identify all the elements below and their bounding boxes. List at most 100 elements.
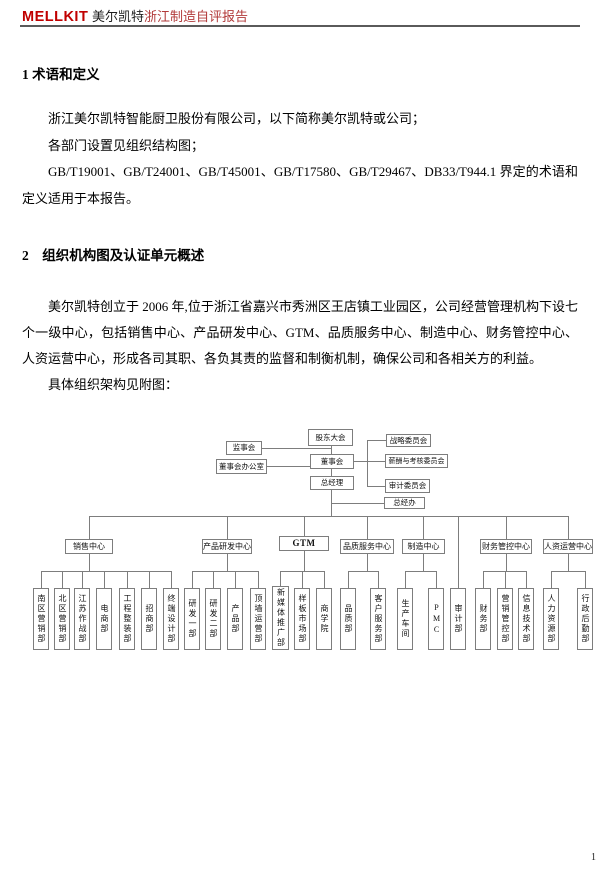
connector-line: [378, 571, 379, 588]
connector-line: [267, 466, 310, 467]
connector-line: [258, 571, 259, 588]
org-node-south-sales-dept: 南区营销部: [33, 588, 49, 650]
connector-line: [348, 571, 379, 572]
org-node-label: 总经理: [320, 478, 344, 488]
org-node-label: 商学院: [320, 604, 329, 634]
org-node-label: 电商部: [100, 604, 109, 634]
org-node-audit-committee: 审计委员会: [385, 479, 430, 493]
org-node-audit-dept: 审计部: [450, 588, 466, 650]
connector-line: [104, 571, 105, 588]
connector-line: [331, 490, 332, 516]
page-number: 1: [591, 852, 596, 863]
org-node-human-resources-dept: 人力资源部: [543, 588, 559, 650]
connector-line: [331, 446, 332, 454]
org-node-business-school: 商学院: [316, 588, 332, 650]
connector-line: [354, 461, 385, 462]
org-node-label: 产品研发中心: [203, 541, 251, 551]
org-node-label: 销售中心: [73, 541, 105, 551]
org-node-supervisory-board: 监事会: [226, 441, 262, 455]
org-node-label: 南区营销部: [37, 594, 46, 644]
connector-line: [506, 554, 507, 571]
connector-line: [62, 571, 63, 588]
org-node-hr-operations-center: 人资运营中心: [543, 539, 593, 554]
connector-line: [551, 571, 586, 572]
org-node-label: 样板市场部: [298, 594, 307, 644]
org-node-general-manager: 总经理: [310, 476, 354, 490]
connector-line: [367, 486, 385, 487]
connector-line: [235, 571, 236, 588]
org-node-ecommerce-dept: 电商部: [96, 588, 112, 650]
org-node-label: 审计部: [454, 604, 463, 634]
org-node-label: 产品部: [231, 604, 240, 634]
org-node-label: 监事会: [232, 443, 256, 453]
connector-line: [348, 571, 349, 588]
org-node-label: 财务管控中心: [482, 541, 530, 551]
org-node-investment-dept: 招商部: [141, 588, 157, 650]
connector-line: [458, 516, 459, 588]
org-node-terminal-design-dept: 终端设计部: [163, 588, 179, 650]
connector-line: [280, 571, 281, 586]
header-report-title: 浙江制造自评报告: [143, 9, 248, 24]
org-node-label: 战略委员会: [389, 435, 428, 445]
org-node-label: 江苏作战部: [78, 594, 87, 644]
header-divider: [20, 25, 580, 27]
org-node-shareholders-meeting: 股东大会: [308, 429, 353, 446]
org-chart-caption: 具体组织架构见附图：: [48, 377, 179, 392]
connector-line: [89, 516, 569, 517]
connector-line: [192, 571, 193, 588]
org-node-label: PMC: [432, 602, 441, 636]
org-node-label: 信息技术部: [522, 594, 531, 644]
connector-line: [585, 571, 586, 588]
paragraph: GB/T19001、GB/T24001、GB/T45001、GB/T17580、…: [22, 164, 578, 206]
connector-line: [171, 571, 172, 588]
connector-line: [483, 571, 484, 588]
connector-line: [324, 571, 325, 588]
connector-line: [568, 516, 569, 539]
connector-line: [367, 554, 368, 571]
connector-line: [227, 554, 228, 571]
org-node-board-of-directors: 董事会: [310, 454, 354, 469]
org-node-rnd-center: 产品研发中心: [202, 539, 252, 554]
connector-line: [405, 571, 406, 588]
org-node-gm-office: 总经办: [384, 497, 425, 509]
paragraph: 浙江美尔凯特智能厨卫股份有限公司，以下简称美尔凯特或公司；: [48, 111, 426, 126]
org-node-label: GTM: [292, 538, 316, 548]
connector-line: [405, 571, 437, 572]
connector-line: [192, 571, 259, 572]
connector-line: [262, 448, 331, 449]
org-node-compensation-committee: 薪酬与考核委员会: [385, 454, 448, 468]
org-node-label: 工程整装部: [123, 594, 132, 644]
connector-line: [89, 554, 90, 571]
org-node-label: 股东大会: [315, 432, 346, 442]
connector-line: [331, 469, 332, 476]
org-node-label: 审计委员会: [388, 481, 427, 491]
org-node-label: 人力资源部: [547, 594, 556, 644]
org-node-production-workshop: 生产车间: [397, 588, 413, 650]
org-node-label: 财务部: [479, 604, 488, 634]
org-node-rnd1-dept: 研发一部: [184, 588, 200, 650]
org-node-label: 董事会: [320, 456, 344, 466]
org-node-manufacturing-center: 制造中心: [402, 539, 445, 554]
connector-line: [505, 571, 506, 588]
org-node-label: 总经办: [393, 498, 416, 508]
org-node-engineering-dept: 工程整装部: [119, 588, 135, 650]
org-node-label: 董事会办公室: [219, 461, 264, 471]
org-node-customer-service-dept: 客户服务部: [370, 588, 386, 650]
org-node-label: 研发一部: [188, 599, 197, 639]
brand-logo-text: MELLKIT: [22, 9, 89, 25]
org-node-finance-dept: 财务部: [475, 588, 491, 650]
org-node-board-office: 董事会办公室: [216, 459, 267, 474]
org-node-new-media-dept: 新媒体推广部: [272, 586, 289, 650]
org-node-label: 终端设计部: [167, 594, 176, 644]
org-node-label: 招商部: [145, 604, 154, 634]
org-node-admin-logistics-dept: 行政后勤部: [577, 588, 593, 650]
section1-body: 浙江美尔凯特智能厨卫股份有限公司，以下简称美尔凯特或公司； 各部门设置见组织结构…: [22, 106, 578, 212]
org-node-label: 研发二部: [209, 599, 218, 639]
section2-body: 美尔凯特创立于 2006 年,位于浙江省嘉兴市秀洲区王店镇工业园区，公司经营管理…: [22, 294, 578, 398]
connector-line: [367, 440, 386, 441]
org-node-quality-dept: 品质部: [340, 588, 356, 650]
org-node-label: 生产车间: [401, 599, 410, 639]
connector-line: [149, 571, 150, 588]
connector-line: [367, 516, 368, 539]
connector-line: [89, 516, 90, 539]
